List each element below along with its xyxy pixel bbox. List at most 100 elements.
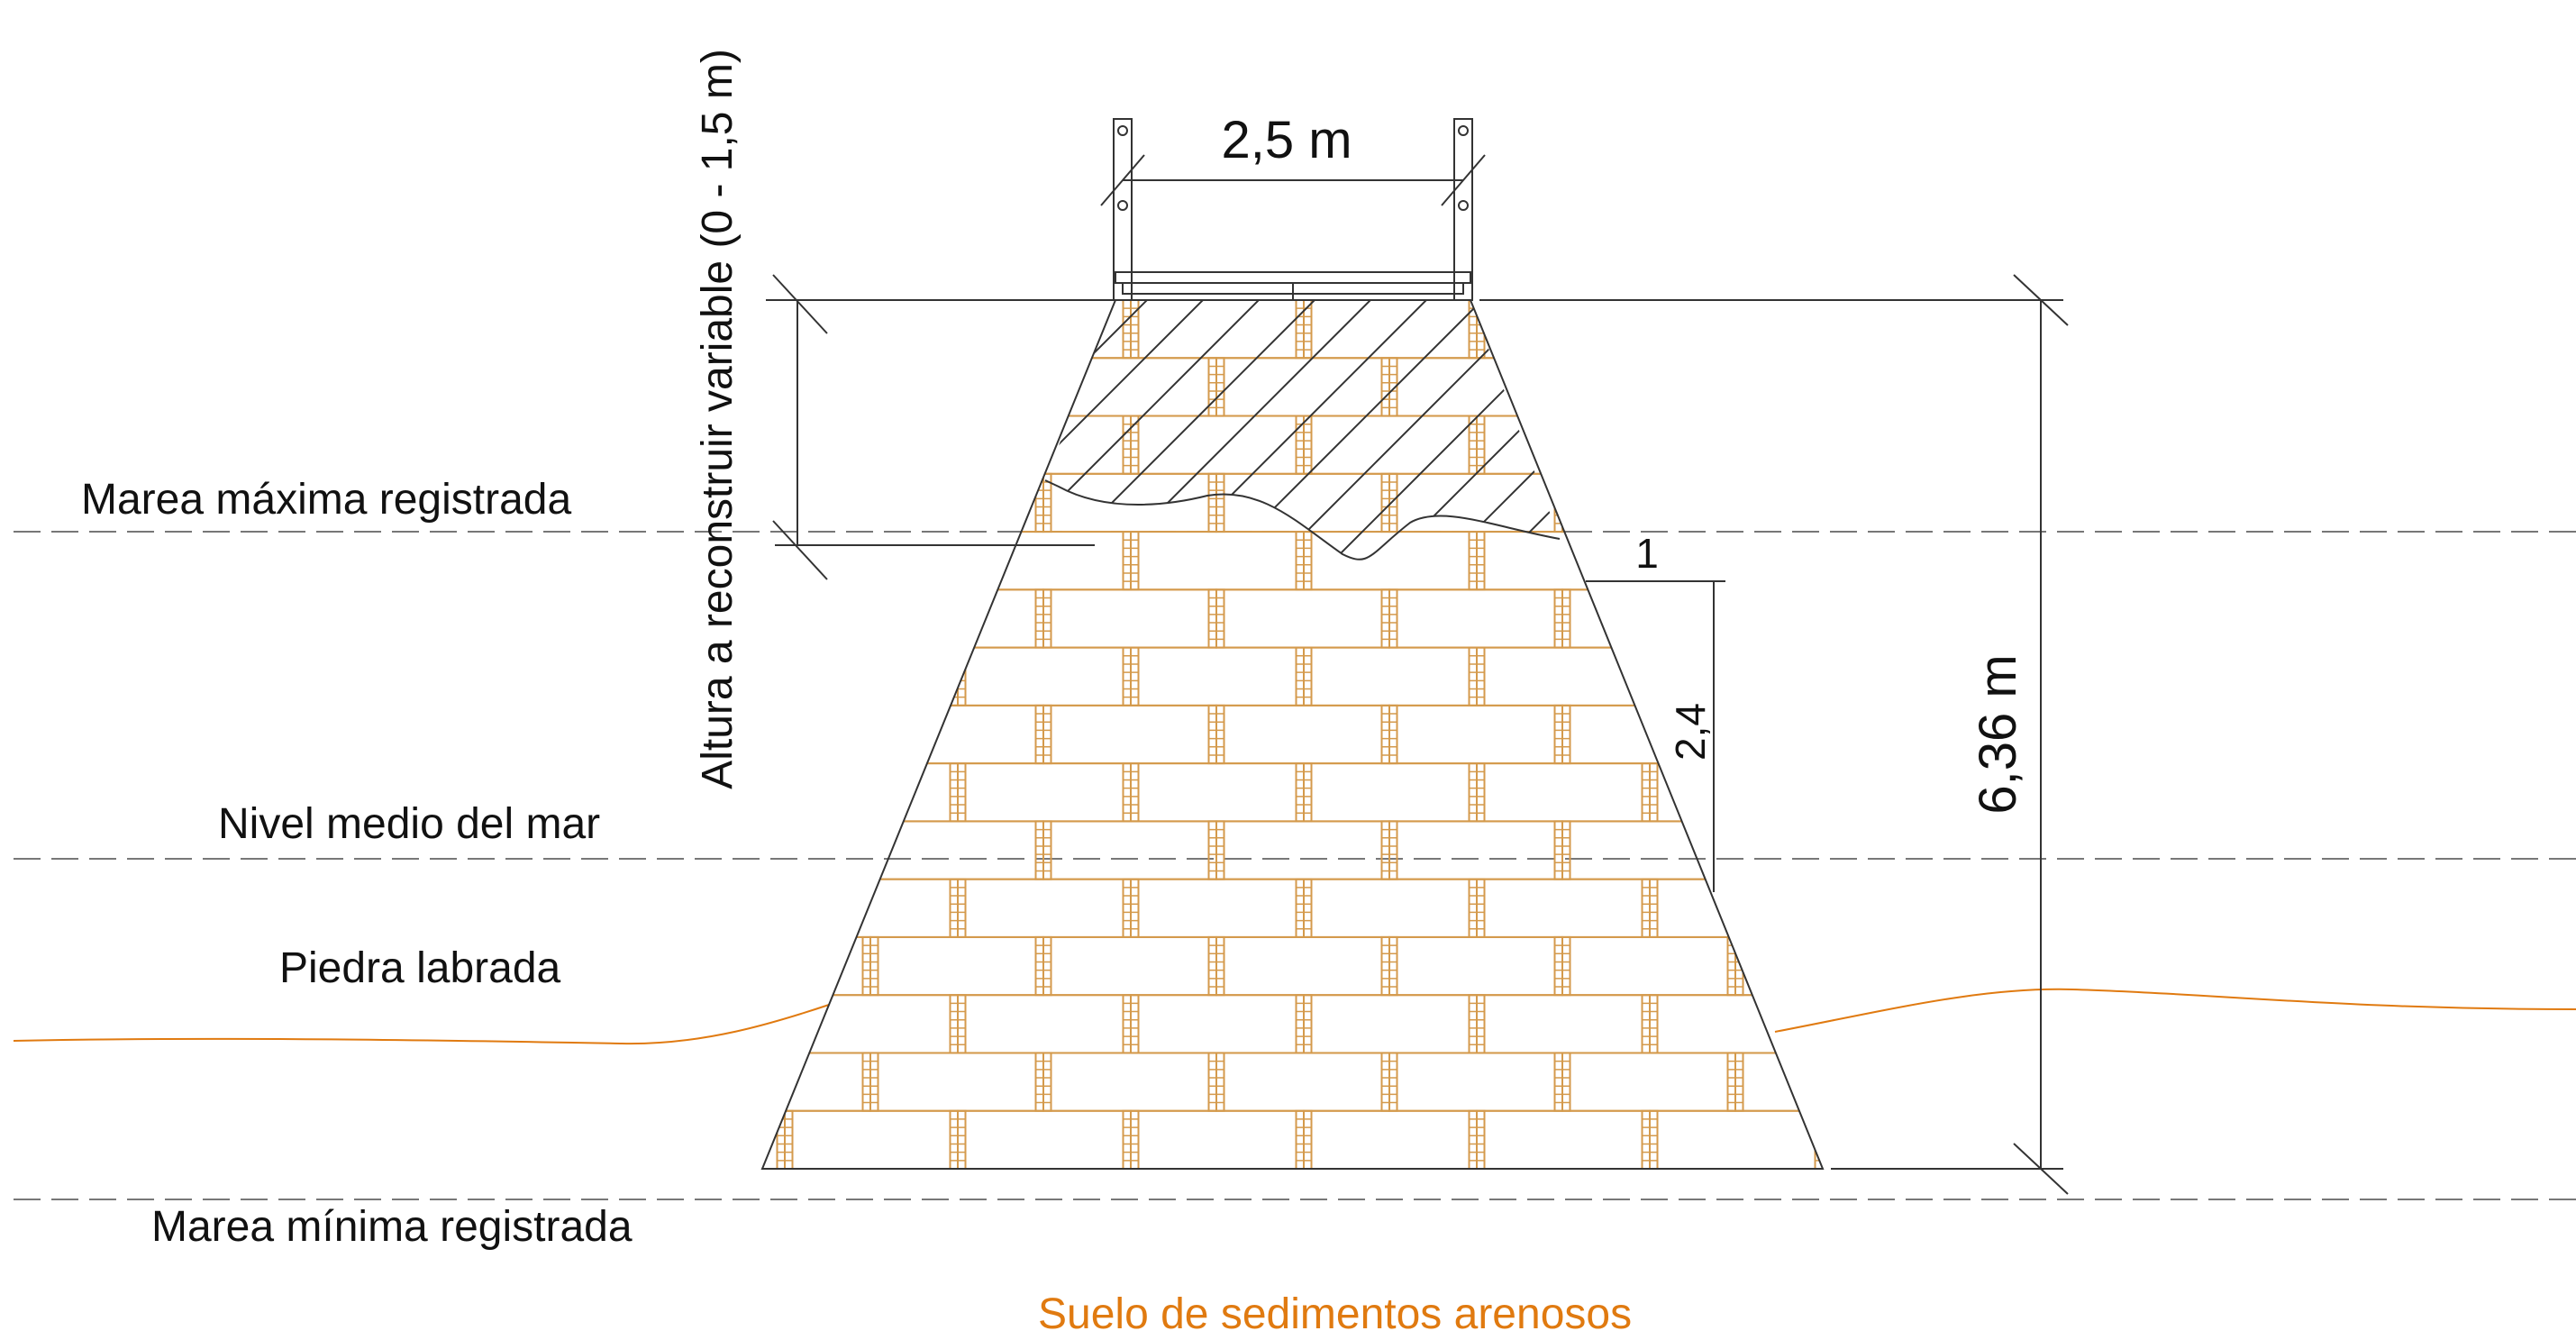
brick [2081,706,2254,763]
header-stone [86,1111,101,1169]
header-stone [1726,588,1744,649]
header-stone [432,416,447,474]
brick [439,1111,612,1169]
brick [1561,472,1736,533]
brick [2254,1053,2427,1110]
brick [762,878,786,938]
brick [957,1109,1132,1169]
brick [957,646,1132,706]
brick [2254,706,2427,763]
header-stone [605,763,620,821]
header-stone [344,1053,360,1110]
header-stone [86,648,101,706]
header-stone [2162,300,2177,358]
header-stone [1553,357,1571,417]
brick [1215,704,1390,765]
deck-slab [1115,271,1471,284]
brick [93,532,266,589]
header-stone [1989,300,2004,358]
header-stone [171,706,187,763]
brick [1734,588,1823,649]
brick [1561,588,1736,649]
brick [1734,357,1823,417]
railing-post-right [1453,118,1473,301]
brick [1476,1109,1651,1169]
header-stone [432,880,447,937]
header-stone [1814,646,1823,706]
header-stone [1989,995,2004,1053]
brick [351,1053,524,1110]
brick [784,994,959,1054]
hatch-line [1045,300,1178,560]
header-stone [1814,415,1823,475]
brick [869,472,1044,533]
header-stone [86,880,101,937]
header-stone [2074,474,2089,532]
header-stone [1901,358,1916,415]
brick [1303,878,1478,938]
hatch-line [1045,300,1233,560]
header-stone [344,358,360,415]
brick [2169,300,2342,358]
brick [524,1053,697,1110]
brick [869,588,1044,649]
header-stone [1034,357,1052,417]
header-stone [1641,646,1659,706]
brick [1649,646,1823,706]
brick [1908,589,2081,647]
brick [1042,704,1217,765]
header-stone [605,532,620,589]
brick [351,589,524,647]
header-stone [949,531,967,591]
header-stone [776,878,794,938]
brick [351,358,524,415]
header-stone [86,763,101,821]
brick [762,820,871,880]
slope-rise-label: 2,4 [1667,703,1714,761]
brick [1476,878,1651,938]
brick [2081,358,2254,415]
railing-post-left [1113,118,1133,301]
brick [1303,646,1478,706]
header-stone [1989,880,2004,937]
header-stone [86,532,101,589]
hatch-line [613,270,1009,667]
header-stone [259,532,274,589]
brick [1996,416,2169,474]
brick [1561,1052,1736,1112]
hatch-line [1226,300,1560,560]
header-stone [861,588,879,649]
sea-level-label: Nivel medio del mar [218,800,600,848]
brick [2254,358,2427,415]
brick [1476,300,1651,360]
brick [1822,531,1823,591]
brick [2169,880,2342,937]
header-stone [86,995,101,1053]
top-width-dimension: 2,5 m [1100,111,1486,206]
brick [1734,1052,1823,1112]
brick [762,1109,786,1169]
header-stone [86,416,101,474]
brick [784,878,959,938]
brick [1130,531,1305,591]
header-stone [2162,416,2177,474]
brick [869,820,1044,880]
header-stone [690,937,705,995]
header-stone [259,1111,274,1169]
header-stone [432,995,447,1053]
brick [1908,1053,2081,1110]
bolt-icon [1458,200,1469,211]
header-stone [776,646,794,706]
brick [1042,588,1217,649]
brick [784,1109,959,1169]
brick [1215,1052,1390,1112]
header-stone [171,589,187,647]
brick [1908,821,2081,879]
header-stone [2162,648,2177,706]
brick [439,416,612,474]
brick [178,706,351,763]
header-stone [2074,1053,2089,1110]
brick [1649,300,1823,360]
brick [93,995,266,1053]
brick [2254,937,2427,995]
